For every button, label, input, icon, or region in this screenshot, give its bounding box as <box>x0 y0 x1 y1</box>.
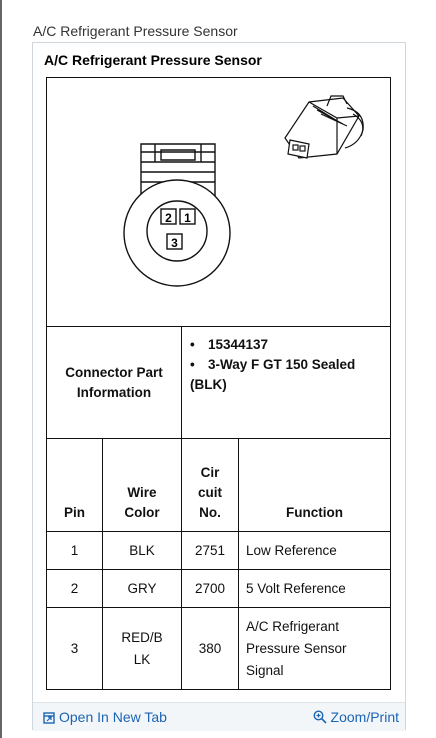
cavity-2-label: 2 <box>165 211 172 225</box>
cavity-3-label: 3 <box>171 236 178 250</box>
pin-cell: 1 <box>46 531 103 570</box>
wire-color-cell: GRY <box>102 569 182 608</box>
column-header-function: Function <box>238 438 391 532</box>
connector-type: 3-Way F GT 150 Sealed (BLK) <box>190 357 356 392</box>
function-text: A/C Refrigerant Pressure Sensor Signal <box>246 618 347 678</box>
table-row: 1 BLK 2751 Low Reference <box>46 531 391 570</box>
zoom-icon <box>313 710 327 724</box>
left-border <box>0 0 2 738</box>
part-number-item: •15344137 <box>190 337 269 352</box>
part-number: 15344137 <box>208 337 269 352</box>
table-row: 2 GRY 2700 5 Volt Reference <box>46 569 391 608</box>
function-cell: A/C Refrigerant Pressure Sensor Signal <box>238 607 391 690</box>
column-header-circuit-no: Cir cuit No. <box>181 438 239 532</box>
circuit-cell: 2700 <box>181 569 239 608</box>
open-in-new-tab-label: Open In New Tab <box>59 709 167 725</box>
wire-color-cell: BLK <box>102 531 182 570</box>
connector-inner-ring <box>146 200 208 262</box>
cavity-2-box <box>160 208 177 225</box>
connector-part-info-label: Connector Part Information <box>46 326 182 439</box>
connector-iso-view <box>284 95 364 159</box>
function-cell: 5 Volt Reference <box>238 569 391 608</box>
pin-cell: 2 <box>46 569 103 608</box>
zoom-print-label: Zoom/Print <box>330 709 399 725</box>
zoom-print-link[interactable]: Zoom/Print <box>313 709 399 725</box>
cavity-1-label: 1 <box>184 211 191 225</box>
cavity-3-box <box>166 233 183 250</box>
connector-diagram-cell: 2 1 3 <box>46 77 391 327</box>
connector-diagram: 2 1 3 <box>123 95 364 287</box>
circuit-cell: 380 <box>181 607 239 690</box>
circuit-header-text: Cir cuit No. <box>197 465 222 520</box>
document-title: A/C Refrigerant Pressure Sensor <box>44 52 262 68</box>
function-cell: Low Reference <box>238 531 391 570</box>
open-in-new-tab-link[interactable]: Open In New Tab <box>43 709 167 725</box>
connector-type-item: •3-Way F GT 150 Sealed (BLK) <box>190 357 356 392</box>
table-row: 3 RED/B LK 380 A/C Refrigerant Pressure … <box>46 607 391 690</box>
column-header-pin: Pin <box>46 438 103 532</box>
connector-part-info-value: •15344137 •3-Way F GT 150 Sealed (BLK) <box>181 326 391 439</box>
wire-color-cell: RED/B LK <box>102 607 182 690</box>
column-header-wire-color: Wire Color <box>102 438 182 532</box>
circuit-cell: 2751 <box>181 531 239 570</box>
wire-color-header-text: Wire Color <box>124 485 160 520</box>
wire-color-text: RED/B LK <box>121 629 163 667</box>
cavity-1-box <box>179 208 196 225</box>
connector-outer-ring <box>123 179 231 287</box>
open-new-tab-icon <box>43 712 55 724</box>
viewer-footer: Open In New Tab Zoom/Print <box>33 702 405 731</box>
pin-cell: 3 <box>46 607 103 690</box>
page-heading: A/C Refrigerant Pressure Sensor <box>33 23 238 39</box>
connector-table: 2 1 3 Connector Part Inf <box>46 77 391 690</box>
